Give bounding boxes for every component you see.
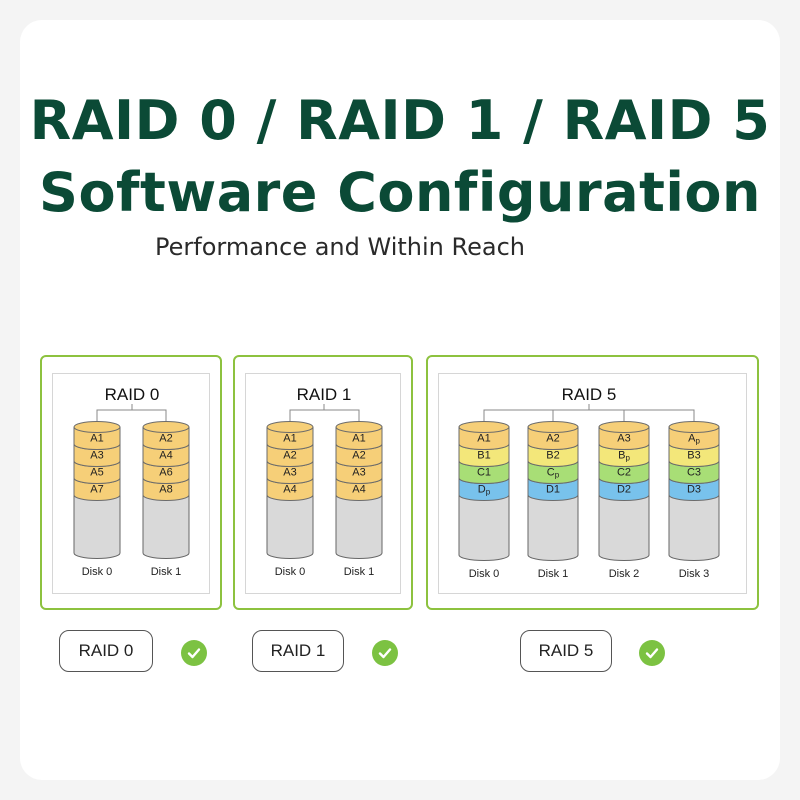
raid1-panel <box>233 355 413 610</box>
raid1-badge: RAID 1 <box>252 630 344 672</box>
page-title-line2: Software Configuration <box>39 161 761 224</box>
page-subtitle: Performance and Within Reach <box>155 233 525 261</box>
raid5-badge: RAID 5 <box>520 630 612 672</box>
raid0-panel <box>40 355 222 610</box>
raid0-badge: RAID 0 <box>59 630 153 672</box>
raid5-panel <box>426 355 759 610</box>
check-circle-icon <box>372 640 398 666</box>
check-circle-icon <box>639 640 665 666</box>
check-circle-icon <box>181 640 207 666</box>
page-title-line1: RAID 0 / RAID 1 / RAID 5 <box>29 89 771 152</box>
